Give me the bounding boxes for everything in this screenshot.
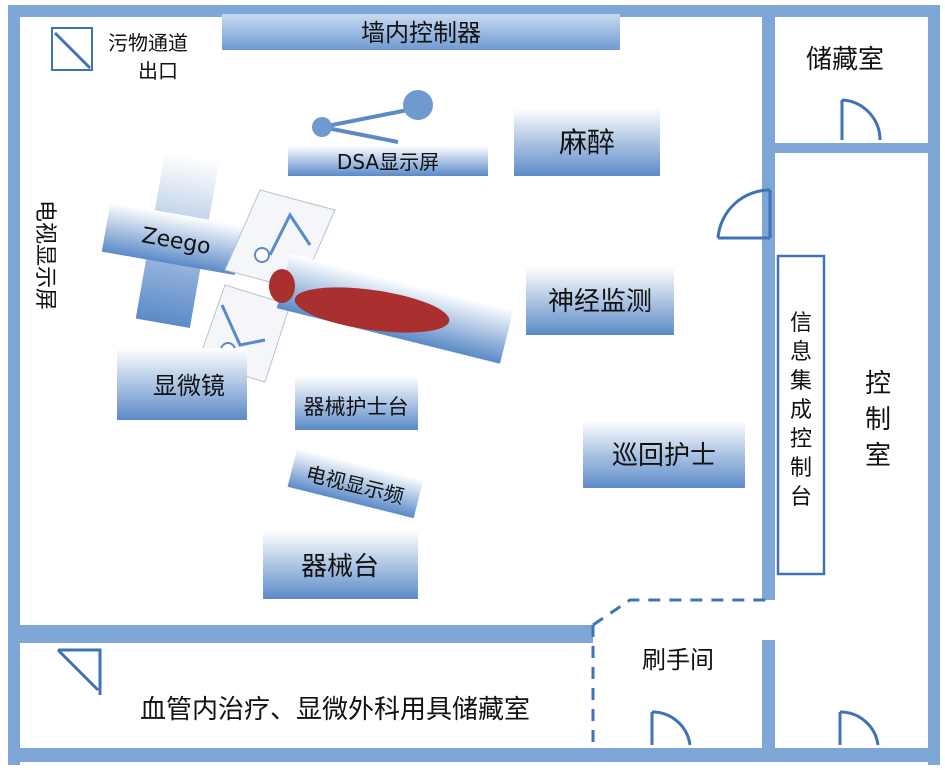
waste-exit-label-line1: 污物通道 — [108, 31, 188, 55]
storage-room-label: 储藏室 — [806, 45, 884, 75]
door-icon — [56, 648, 102, 695]
instrument-table-label: 器械台 — [301, 552, 379, 582]
patient-head — [269, 269, 295, 303]
info-console-box — [776, 254, 826, 576]
dsa-screen-arm — [312, 90, 433, 144]
circulating-nurse-label: 巡回护士 — [612, 441, 716, 471]
bottom-storage-label: 血管内治疗、显微外科用具储藏室 — [140, 695, 530, 725]
wall-controller-label: 墙内控制器 — [361, 19, 481, 47]
microscope-label: 显微镜 — [153, 372, 225, 400]
tv-display-angled — [287, 447, 424, 519]
door-icon — [51, 27, 93, 71]
instrument-nurse-station-label: 器械护士台 — [304, 395, 409, 419]
scrub-room-label: 刷手间 — [642, 646, 714, 674]
svg-text:台: 台 — [790, 485, 812, 510]
door-icon — [840, 98, 882, 141]
door-icon — [838, 710, 880, 746]
anesthesia-label: 麻醉 — [559, 126, 615, 159]
svg-text:控: 控 — [865, 369, 891, 399]
control-room-label: 控 制 室 — [865, 369, 891, 471]
svg-text:信: 信 — [790, 311, 812, 336]
svg-text:集: 集 — [790, 369, 812, 394]
microscope-box — [117, 348, 247, 420]
svg-text:制: 制 — [865, 405, 891, 435]
zeego-unit — [101, 151, 244, 329]
tv-screen-left-label: 电视显示屏 — [32, 200, 57, 310]
door-icon — [650, 710, 692, 746]
svg-text:控: 控 — [790, 427, 812, 452]
instrument-table-box — [263, 531, 418, 599]
door-icon — [716, 188, 772, 240]
wall-controller-bar — [222, 14, 620, 50]
patient-body — [294, 287, 450, 333]
instrument-nurse-station-box — [295, 376, 418, 430]
dsa-screen-label: DSA显示屏 — [337, 150, 439, 174]
svg-text:息: 息 — [790, 340, 812, 365]
neuro-monitoring-label: 神经监测 — [548, 287, 652, 317]
info-console-label: 信 息 集 成 控 制 台 — [790, 311, 812, 510]
dsa-screen-box — [288, 146, 488, 176]
door-icons — [51, 27, 882, 746]
anesthesia-box — [514, 108, 660, 176]
svg-text:制: 制 — [790, 456, 812, 481]
svg-text:室: 室 — [865, 441, 891, 471]
waste-exit-label-line2: 出口 — [138, 59, 178, 83]
neuro-monitoring-box — [526, 267, 674, 335]
circulating-nurse-box — [583, 420, 745, 488]
svg-text:成: 成 — [790, 398, 812, 423]
